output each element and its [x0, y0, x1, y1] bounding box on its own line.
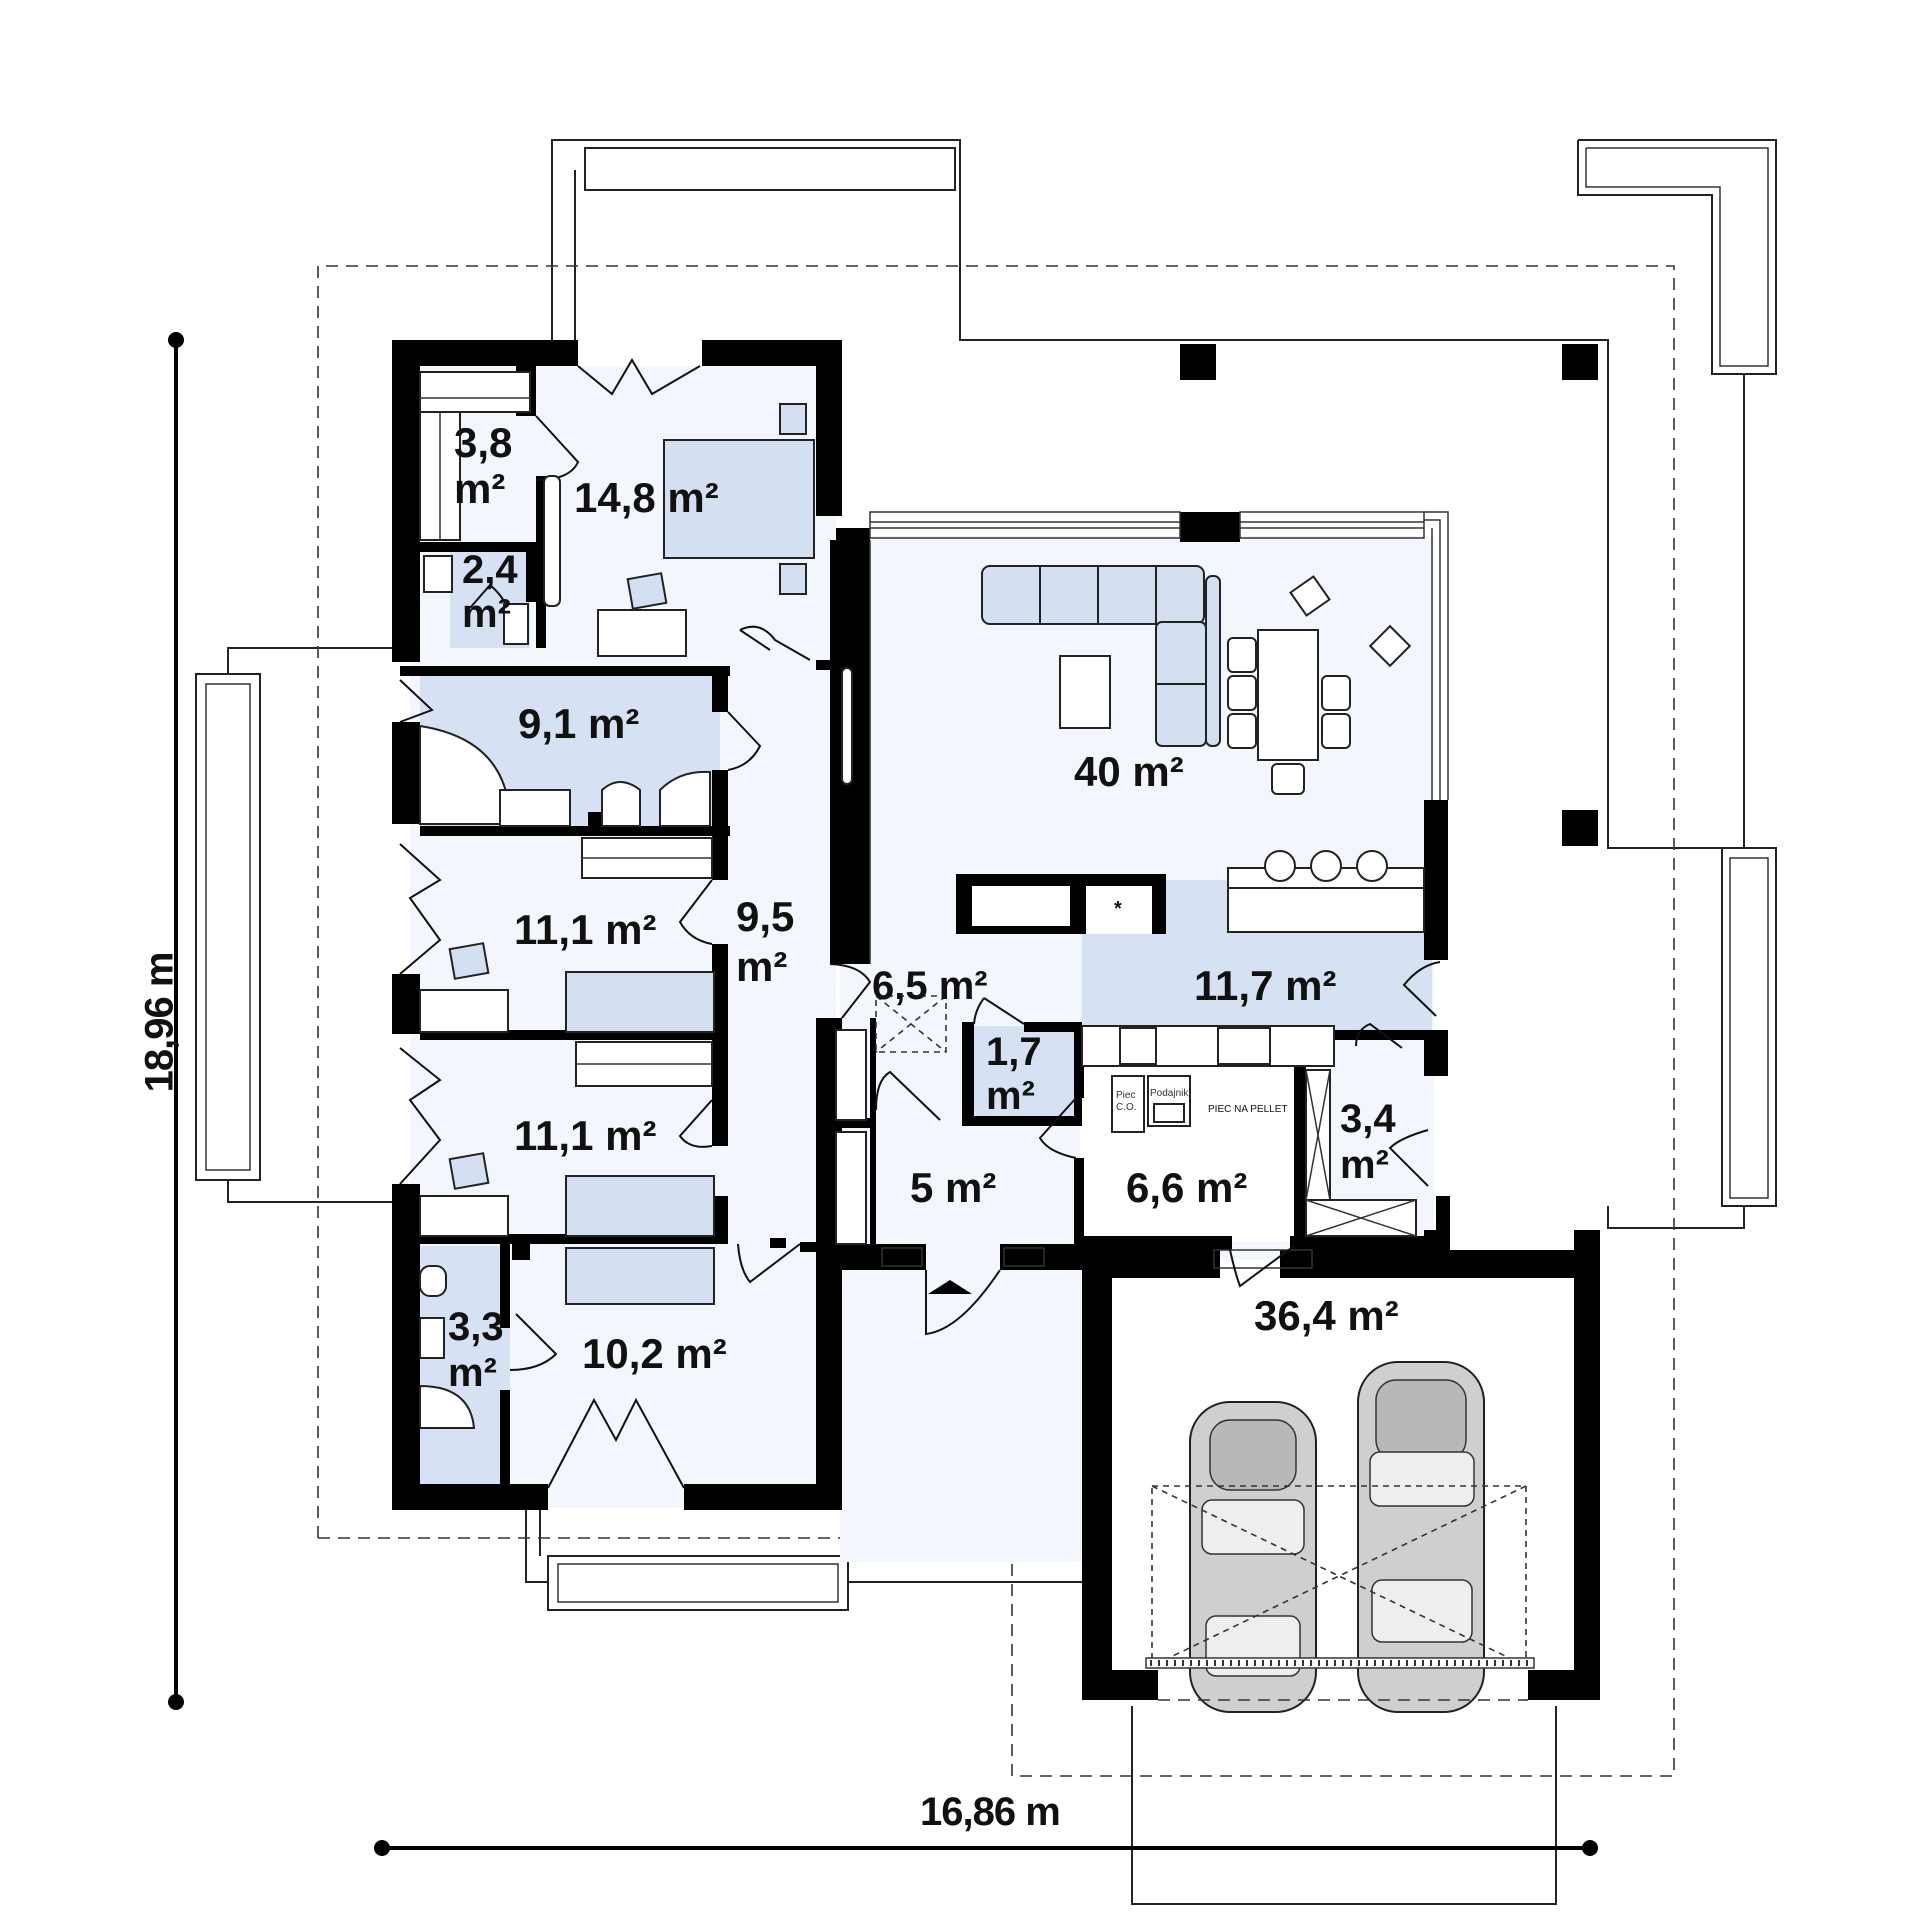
- walls: [392, 340, 1600, 1700]
- windows: [869, 511, 1449, 1267]
- furniture: [419, 371, 1425, 1429]
- dimension-width: [374, 1840, 1598, 1856]
- cars: [1145, 1361, 1535, 1713]
- wc-floor: [972, 1026, 1076, 1120]
- doors: [399, 358, 1441, 1489]
- roof-outline: [317, 265, 1675, 1777]
- dimension-height: [168, 332, 184, 1710]
- columns: [1180, 344, 1598, 846]
